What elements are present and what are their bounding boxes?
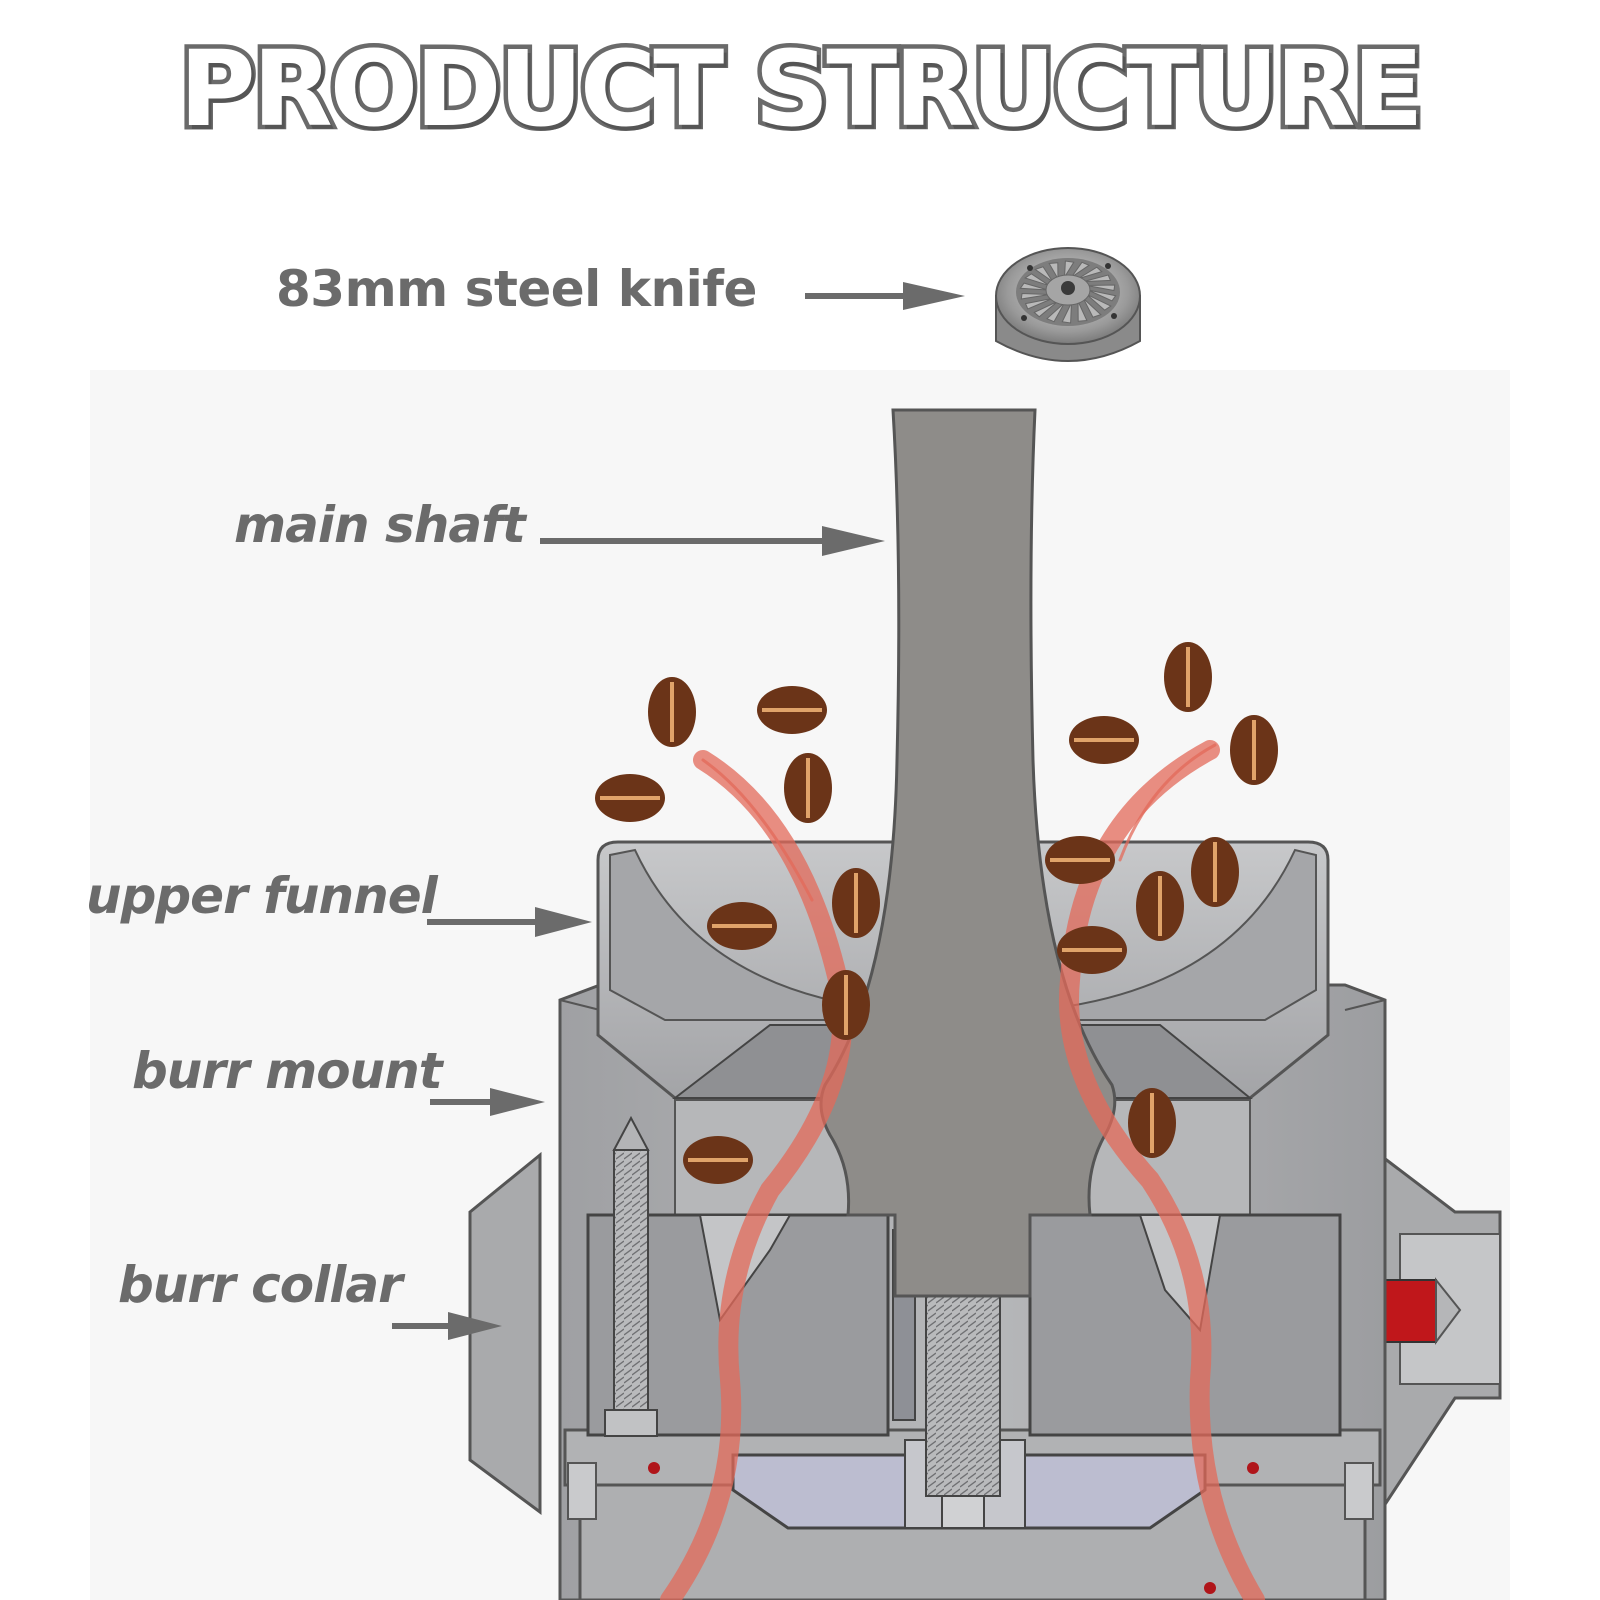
upper-funnel-label: upper funnel	[86, 867, 438, 925]
pointer-arrows	[392, 282, 965, 1340]
coffee-bean-icon	[1045, 836, 1115, 884]
coffee-bean-icon	[1069, 716, 1139, 764]
coffee-bean-icon	[1230, 715, 1278, 785]
coffee-bean-icon	[832, 868, 880, 938]
steel-knife-label: 83mm steel knife	[276, 260, 757, 318]
main-shaft-shape	[819, 408, 1117, 1298]
coffee-bean-icon	[1164, 642, 1212, 712]
coffee-bean-icon	[707, 902, 777, 950]
center-screw-assembly	[731, 1260, 1207, 1530]
coffee-bean-icon	[822, 970, 870, 1040]
burr-collar-label: burr collar	[118, 1256, 403, 1314]
coffee-bean-icon	[1191, 837, 1239, 907]
coffee-bean-icon	[683, 1136, 753, 1184]
coffee-bean-icon	[648, 677, 696, 747]
coffee-bean-icon	[784, 753, 832, 823]
coffee-bean-icon	[1057, 926, 1127, 974]
main-shaft-label: main shaft	[234, 496, 526, 554]
arrow-right-icon	[805, 282, 965, 310]
coffee-bean-icon	[1136, 871, 1184, 941]
arrow-right-icon	[540, 526, 885, 556]
coffee-bean-icon	[595, 774, 665, 822]
page-title: PRODUCT STRUCTURE	[175, 24, 1428, 155]
arrow-right-icon	[430, 1088, 545, 1116]
burr-knife-icon	[995, 247, 1141, 362]
arrow-right-icon	[427, 907, 592, 937]
coffee-beans	[595, 642, 1278, 1184]
arrow-right-icon	[392, 1312, 502, 1340]
burr-mount-label: burr mount	[132, 1042, 443, 1100]
coffee-bean-icon	[1128, 1088, 1176, 1158]
coffee-bean-icon	[757, 686, 827, 734]
